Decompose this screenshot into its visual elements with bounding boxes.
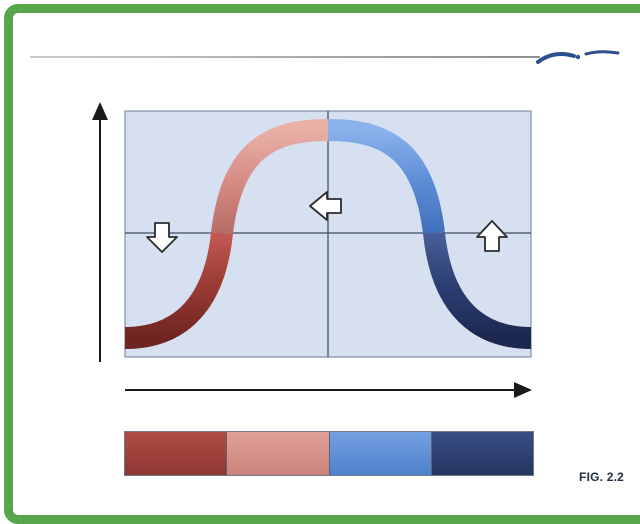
figure-label: FIG. 2.2	[579, 470, 624, 484]
color-legend-bar	[124, 431, 534, 476]
up-arrow-icon	[476, 220, 508, 252]
curve-segment-light-blue	[327, 119, 445, 235]
curve-segment-light-red	[211, 119, 329, 235]
legend-swatch-dark-red	[125, 432, 228, 475]
header-rule	[30, 56, 540, 58]
curve-segment-dark-blue	[423, 231, 532, 349]
swoosh-logo-icon	[536, 50, 620, 64]
legend-swatch-light-blue	[329, 432, 432, 475]
curve-segment-dark-red	[124, 231, 233, 349]
down-arrow-icon	[146, 222, 178, 253]
legend-swatch-light-red	[227, 432, 330, 475]
left-arrow-icon	[309, 191, 342, 221]
figure-frame: FIG. 2.2	[4, 4, 640, 524]
diagram-plot	[92, 102, 532, 398]
legend-swatch-dark-blue	[431, 432, 533, 475]
